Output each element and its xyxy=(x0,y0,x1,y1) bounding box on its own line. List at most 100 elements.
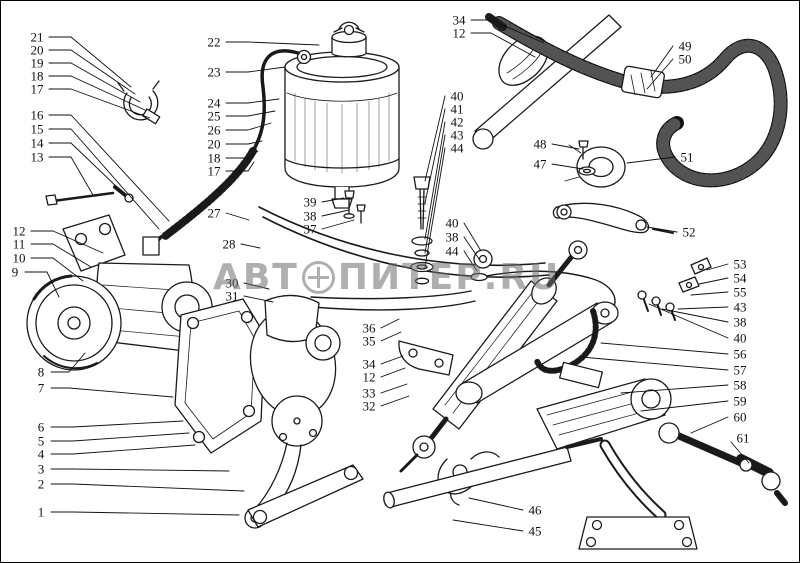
callout-39: 39 xyxy=(304,195,317,210)
callout-17: 17 xyxy=(208,164,222,179)
steering-knuckle-assembly xyxy=(536,361,698,550)
leader-line-40 xyxy=(463,222,482,252)
leader-line-38 xyxy=(463,236,480,260)
callout-8: 8 xyxy=(38,365,45,380)
callout-46: 46 xyxy=(529,503,543,518)
callout-40: 40 xyxy=(451,89,464,104)
callout-44: 44 xyxy=(451,141,465,156)
leader-line-5 xyxy=(50,432,190,442)
callout-26: 26 xyxy=(208,123,222,138)
leader-line-24 xyxy=(225,98,280,104)
callout-12: 12 xyxy=(453,26,466,41)
leader-line-44 xyxy=(424,147,446,268)
leader-line-38 xyxy=(321,209,350,217)
leader-line-30 xyxy=(243,282,270,290)
callout-33: 33 xyxy=(363,386,376,401)
callout-19: 19 xyxy=(31,56,44,71)
leader-line-31 xyxy=(243,295,274,303)
high-pressure-hose xyxy=(485,13,788,188)
leader-line-17 xyxy=(225,161,255,172)
callout-49: 49 xyxy=(679,39,692,54)
drag-link xyxy=(455,301,619,405)
leader-line-19 xyxy=(48,62,141,103)
steering-gear xyxy=(174,294,341,454)
leader-line-12 xyxy=(470,32,536,58)
leader-line-52 xyxy=(646,226,678,233)
callout-57: 57 xyxy=(734,363,748,378)
callout-28: 28 xyxy=(223,237,236,252)
callout-37: 37 xyxy=(304,222,318,237)
leader-line-7 xyxy=(50,387,174,398)
leader-line-33 xyxy=(380,383,408,394)
leader-line-58 xyxy=(620,384,729,394)
callout-47: 47 xyxy=(534,157,548,172)
callout-21: 21 xyxy=(31,30,44,45)
leader-line-43 xyxy=(677,306,729,310)
callout-24: 24 xyxy=(208,96,222,111)
callout-22: 22 xyxy=(208,35,221,50)
callout-20: 20 xyxy=(208,137,221,152)
power-steering-pump xyxy=(26,214,213,371)
callout-38: 38 xyxy=(446,230,459,245)
callout-18: 18 xyxy=(31,69,44,84)
leader-line-20 xyxy=(48,49,136,95)
callout-3: 3 xyxy=(38,462,45,477)
callout-12: 12 xyxy=(13,224,26,239)
leader-line-12 xyxy=(380,367,406,378)
callout-41: 41 xyxy=(451,102,464,117)
leader-line-13 xyxy=(48,156,94,196)
leader-line-4 xyxy=(50,444,196,455)
callout-15: 15 xyxy=(31,122,44,137)
leader-line-37 xyxy=(321,219,355,230)
leader-line-2 xyxy=(50,483,245,492)
small-bolts xyxy=(343,190,366,224)
leader-line-61 xyxy=(730,441,750,464)
leader-line-53 xyxy=(706,263,729,271)
callout-2: 2 xyxy=(38,477,45,492)
callout-42: 42 xyxy=(451,115,464,130)
leader-line-40 xyxy=(648,303,729,339)
clamp-plates xyxy=(637,257,712,321)
callout-layer: 2120191817161514131211109876543212223242… xyxy=(12,13,750,539)
leader-line-43 xyxy=(424,134,446,254)
leader-line-60 xyxy=(690,416,729,434)
fluid-reservoir xyxy=(284,21,400,209)
leader-line-56 xyxy=(600,342,729,355)
leader-line-27 xyxy=(225,212,250,221)
callout-58: 58 xyxy=(734,378,747,393)
leader-line-11 xyxy=(30,243,92,268)
leader-line-32 xyxy=(380,395,410,407)
callout-44: 44 xyxy=(446,244,460,259)
suction-hose xyxy=(150,49,300,250)
leader-line-40 xyxy=(424,95,446,182)
callout-1: 1 xyxy=(38,505,45,520)
leader-line-50 xyxy=(646,58,674,90)
leader-line-38 xyxy=(661,308,729,323)
leader-line-18 xyxy=(225,150,259,159)
leader-line-34 xyxy=(380,355,404,365)
callout-50: 50 xyxy=(679,52,692,67)
leader-line-57 xyxy=(580,356,729,371)
leader-line-49 xyxy=(650,45,674,78)
leader-line-16 xyxy=(48,114,170,222)
leader-line-55 xyxy=(690,291,729,296)
callout-34: 34 xyxy=(363,357,377,372)
mounting-bracket xyxy=(398,340,454,376)
leader-line-35 xyxy=(380,331,402,342)
callout-53: 53 xyxy=(734,257,747,272)
callout-17: 17 xyxy=(31,82,45,97)
leader-line-46 xyxy=(468,497,524,511)
hose-flange xyxy=(564,144,626,188)
callout-40: 40 xyxy=(734,331,747,346)
callout-4: 4 xyxy=(38,447,45,462)
leader-line-1 xyxy=(50,511,240,516)
leader-line-17 xyxy=(48,88,151,119)
callout-7: 7 xyxy=(38,381,45,396)
callout-52: 52 xyxy=(683,225,696,240)
hose-clamp xyxy=(117,80,161,125)
leader-line-59 xyxy=(640,400,729,412)
pitman-arm xyxy=(244,442,364,529)
watermark-logo-icon xyxy=(301,261,335,294)
